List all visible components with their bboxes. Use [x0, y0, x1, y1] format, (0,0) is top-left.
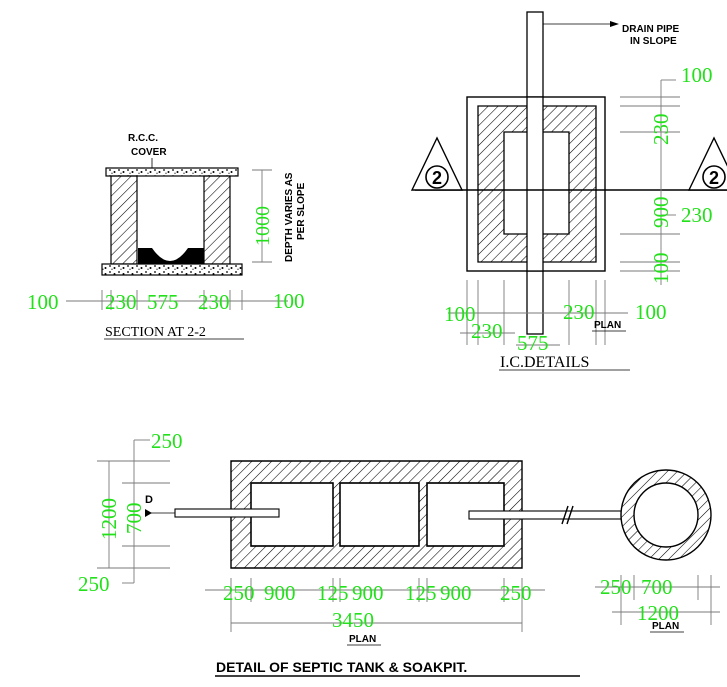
cover-label-line1: R.C.C.	[128, 133, 158, 144]
ic-dim-230-right: 230	[681, 203, 713, 227]
ic-dim-230-bottom-left: 230	[471, 319, 503, 343]
section-left-wall	[110, 175, 138, 265]
section-dim-100-right: 100	[273, 289, 305, 313]
ic-details: DRAIN PIPE IN SLOPE 2 2 100 230 900 230 …	[410, 11, 727, 371]
soakpit-dim-700: 700	[641, 575, 673, 599]
ic-dim-100-bottom-left: 100	[444, 302, 476, 326]
soak-pit: 250 700 1200 PLAN	[595, 469, 720, 633]
septic-dim-125-1: 125	[317, 581, 349, 605]
main-title: DETAIL OF SEPTIC TANK & SOAKPIT.	[216, 659, 467, 675]
septic-dim-900-1: 900	[264, 581, 296, 605]
chamber-2	[339, 482, 420, 547]
soakpit-inner	[633, 482, 699, 548]
section-base	[101, 263, 243, 276]
benching	[138, 248, 204, 264]
ic-wall	[477, 105, 597, 263]
septic-plan-label: PLAN	[349, 634, 376, 645]
section-right-wall	[203, 175, 231, 265]
section-mark-right-number: 2	[709, 168, 719, 188]
septic-dim-3450: 3450	[332, 608, 374, 632]
ic-dim-100-top: 100	[681, 63, 713, 87]
section-mark-left	[410, 136, 464, 191]
septic-dim-250-right: 250	[500, 581, 532, 605]
soakpit-plan-label: PLAN	[652, 621, 679, 632]
ic-dim-100-vertical: 100	[649, 253, 673, 285]
ic-dim-900: 900	[649, 197, 673, 229]
cover-label-line2: COVER	[131, 147, 167, 158]
septic-dim-700: 700	[122, 503, 146, 535]
depth-label-line1: DEPTH VARIES AS	[284, 172, 295, 262]
section-dim-1000: 1000	[252, 206, 274, 246]
section-title: SECTION AT 2-2	[105, 325, 206, 340]
inlet-pipe	[174, 508, 280, 518]
section-dim-230-left: 230	[105, 290, 137, 314]
outlet-pipe	[468, 510, 622, 520]
septic-dim-250-top: 250	[151, 429, 183, 453]
section-2-2: R.C.C. COVER 1000 DEPTH VARIES AS PER SL…	[27, 133, 307, 340]
soakpit-dim-1200: 1200	[637, 601, 679, 625]
soakpit-dim-250: 250	[600, 575, 632, 599]
septic-dim-250-left: 250	[223, 581, 255, 605]
ic-plan-label: PLAN	[594, 320, 621, 331]
septic-dim-125-2: 125	[405, 581, 437, 605]
inlet-label: D	[145, 494, 153, 506]
ic-dim-100-bottom-right: 100	[635, 300, 667, 324]
depth-label-line2: PER SLOPE	[296, 182, 307, 240]
section-dim-100-left: 100	[27, 290, 59, 314]
section-mark-left-number: 2	[432, 168, 442, 188]
ic-dim-575: 575	[517, 331, 549, 355]
drain-label-line2: IN SLOPE	[630, 36, 677, 47]
septic-dim-900-3: 900	[440, 581, 472, 605]
section-dim-575: 575	[147, 290, 179, 314]
ic-dim-230-bottom-right: 230	[563, 300, 595, 324]
ic-title: I.C.DETAILS	[500, 354, 589, 371]
ic-dim-230-vertical: 230	[649, 114, 673, 146]
septic-dim-1200: 1200	[97, 498, 121, 540]
septic-dim-900-2: 900	[352, 581, 384, 605]
drain-label-line1: DRAIN PIPE	[622, 24, 680, 35]
septic-tank: D 250 1200 700 250 250 900 125 900 125 9	[78, 429, 622, 646]
rcc-cover-slab	[105, 167, 239, 177]
section-dim-230-right: 230	[198, 290, 230, 314]
septic-dim-250-bottom: 250	[78, 572, 110, 596]
